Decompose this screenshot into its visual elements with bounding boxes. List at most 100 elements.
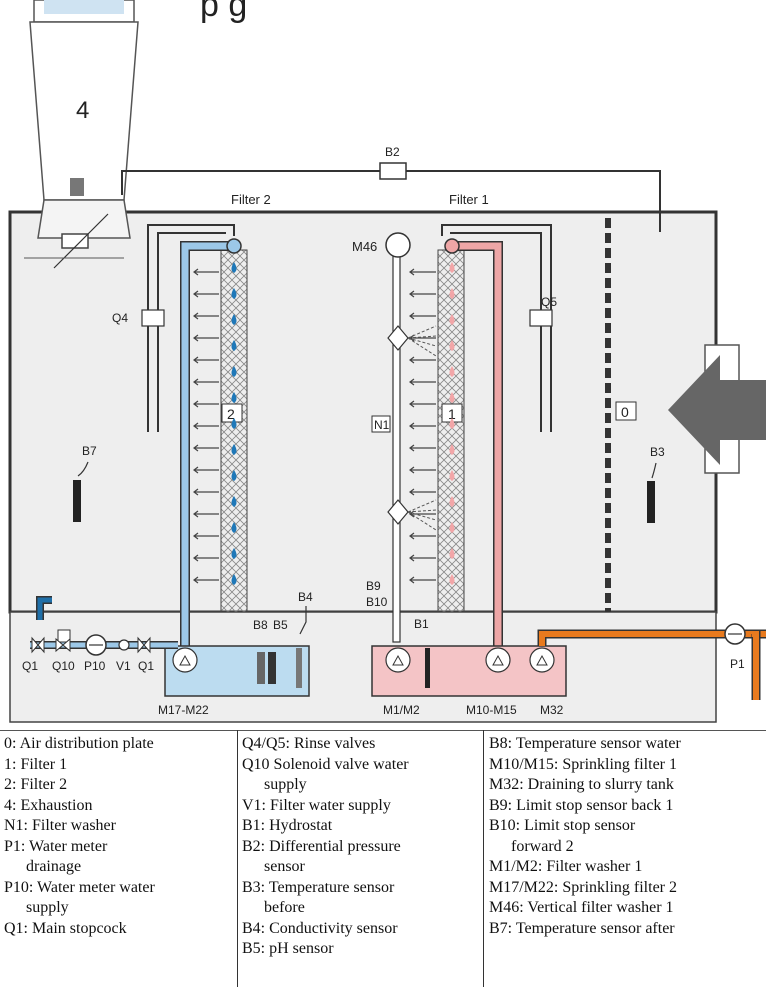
airflow-arrow xyxy=(193,488,219,496)
b8-label: B8 xyxy=(253,618,268,632)
airflow-arrow xyxy=(193,422,219,430)
legend-column-1: 0: Air distribution plate 1: Filter 1 2: F… xyxy=(4,734,236,939)
legend-entry: 4: Exhaustion xyxy=(4,796,236,817)
air-inlet-arrow xyxy=(668,344,766,474)
blue-sprinkler-pipe xyxy=(180,238,242,650)
legend-entry-text: N1: Filter washer xyxy=(4,817,116,834)
airflow-arrow xyxy=(409,312,436,320)
legend-entry-text: B5: pH sensor xyxy=(242,940,334,957)
legend-entry-text: P1: Water meter xyxy=(4,837,108,855)
legend-entry: 2: Filter 2 xyxy=(4,775,236,796)
airflow-arrows-left xyxy=(193,268,219,584)
q4-label: Q4 xyxy=(112,311,128,325)
legend-entry-text: Q4/Q5: Rinse valves xyxy=(242,735,376,752)
legend-entry-text: 0: Air distribution plate xyxy=(4,735,154,752)
q5-label: Q5 xyxy=(541,295,557,309)
legend-entry-text: B9: Limit stop sensor back 1 xyxy=(489,796,674,814)
water-drop xyxy=(231,574,237,585)
filter-2: 2 xyxy=(220,249,248,613)
b2-label: B2 xyxy=(385,145,400,159)
airflow-arrow xyxy=(409,356,436,364)
filter2-label: Filter 2 xyxy=(231,192,271,207)
water-drop xyxy=(449,288,455,299)
legend-entry-continuation: sensor xyxy=(264,858,305,875)
legend-divider xyxy=(237,730,238,987)
airflow-arrow xyxy=(409,466,436,474)
legend-entry-continuation: forward 2 xyxy=(511,837,574,855)
legend-entry: B1: Hydrostat xyxy=(242,816,480,837)
airflow-arrow xyxy=(193,268,219,276)
legend-entry: 1: Filter 1 xyxy=(4,755,236,776)
legend-entry: 0: Air distribution plate xyxy=(4,734,236,755)
sensor-b3: B3 xyxy=(647,445,665,523)
water-drop xyxy=(449,340,455,351)
m1m2-label: M1/M2 xyxy=(383,703,420,717)
p1-label: P1 xyxy=(730,657,745,671)
legend-entry-text: B2: Differential pressure xyxy=(242,837,401,855)
airflow-arrow xyxy=(409,488,436,496)
legend-entry-text: B4: Conductivity sensor xyxy=(242,919,398,937)
legend-entry-text: 1: Filter 1 xyxy=(4,755,68,773)
legend-entry: M17/M22: Sprinkling filter 2 xyxy=(489,878,761,899)
airflow-arrow xyxy=(193,554,219,562)
legend-entry: M1/M2: Filter washer 1 xyxy=(489,857,761,878)
water-drop xyxy=(231,418,237,429)
b5-label: B5 xyxy=(273,618,288,632)
rinse-line-q5: Q5 xyxy=(441,224,557,432)
drain-line-orange: P1 xyxy=(537,623,766,700)
airflow-arrow xyxy=(193,576,219,584)
legend-entry-text: B8: Temperature sensor water xyxy=(489,735,681,752)
title-fragment: p g xyxy=(200,0,247,24)
b1-label: B1 xyxy=(414,617,429,631)
legend-entry: B4: Conductivity sensor xyxy=(242,919,480,940)
red-sprinkler-pipe xyxy=(444,238,503,650)
airflow-arrow xyxy=(409,444,436,452)
sensor-b7: B7 xyxy=(73,444,97,522)
airflow-arrow xyxy=(409,576,436,584)
legend-entry-continuation: supply xyxy=(26,899,69,916)
rinse-line-q4: Q4 xyxy=(112,224,235,432)
legend-entry: P10: Water meter water supply xyxy=(4,878,236,919)
legend-entry-text: 4: Exhaustion xyxy=(4,796,93,814)
water-drop xyxy=(231,496,237,507)
airflow-arrow xyxy=(193,466,219,474)
legend-entry: M32: Draining to slurry tank xyxy=(489,775,761,796)
airflow-arrow xyxy=(409,422,436,430)
legend-entry-text: M17/M22: Sprinkling filter 2 xyxy=(489,878,677,896)
legend-entry: B8: Temperature sensor water xyxy=(489,734,761,755)
water-drop xyxy=(449,522,455,533)
airflow-arrow xyxy=(409,532,436,540)
water-drop xyxy=(449,314,455,325)
legend-entry: B9: Limit stop sensor back 1 xyxy=(489,796,761,817)
q1a-label: Q1 xyxy=(22,659,38,673)
legend-entry-text: P10: Water meter water xyxy=(4,878,155,896)
water-drop xyxy=(449,262,455,273)
red-water-tank: B1 M1/M2 M10-M15 M32 xyxy=(371,617,567,717)
water-drop xyxy=(449,470,455,481)
water-drop xyxy=(231,444,237,455)
q1b-label: Q1 xyxy=(138,659,154,673)
b10-label: B10 xyxy=(366,595,388,609)
water-drop xyxy=(231,288,237,299)
water-drop xyxy=(231,548,237,559)
water-drop xyxy=(231,470,237,481)
airflow-arrows-right xyxy=(409,268,436,584)
water-drop xyxy=(231,392,237,403)
airflow-arrow xyxy=(193,312,219,320)
water-drop xyxy=(449,444,455,455)
m46-label: M46 xyxy=(352,239,377,254)
water-drop xyxy=(231,340,237,351)
v1-label: V1 xyxy=(116,659,131,673)
legend: 0: Air distribution plate 1: Filter 1 2: F… xyxy=(0,730,766,987)
legend-entry-continuation: drainage xyxy=(26,858,82,875)
airflow-arrow xyxy=(409,400,436,408)
airflow-arrow xyxy=(193,356,219,364)
legend-entry: P1: Water meter drainage xyxy=(4,837,236,878)
legend-top-border xyxy=(0,730,766,731)
legend-entry-text: M10/M15: Sprinkling filter 1 xyxy=(489,755,677,773)
main-chamber xyxy=(8,210,718,614)
airflow-arrow xyxy=(193,400,219,408)
water-drop xyxy=(449,392,455,403)
